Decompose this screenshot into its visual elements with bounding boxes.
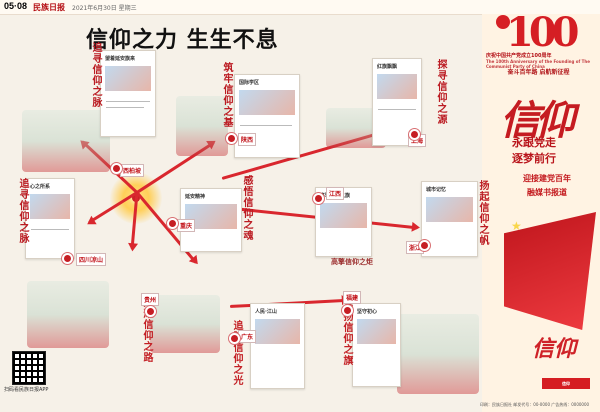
slogan-line-2: 逐梦前行 (512, 152, 556, 165)
card-image (426, 197, 473, 222)
place-jiangxi: 江西 (326, 187, 345, 200)
photo-group-fujian (397, 314, 479, 394)
photo-group-xibaipo (22, 110, 110, 172)
section-title-10: 高扬信仰之旗 (341, 300, 352, 366)
place-sichuan: 四川凉山 (76, 253, 107, 266)
card-image (239, 90, 295, 115)
card-image (255, 319, 300, 344)
qr-caption: 扫码看民族日报APP (4, 387, 49, 393)
newspaper-card-fujian: 坚守初心 (352, 303, 401, 387)
party-flag (504, 212, 596, 330)
slogan-line-1: 永跟党走 (512, 136, 556, 149)
footer-note: 印刷：民族日报社 邮发代号：00-0000 广告热线：0000000 (480, 402, 590, 407)
welcome-line-1: 迎接建党百年 (523, 173, 571, 183)
place-fujian: 福建 (343, 291, 362, 304)
newspaper-card-guangdong: 人民·江山 (250, 303, 305, 389)
place-guangdong: 广东 (238, 330, 257, 343)
banner-line-1: 庆祝中国共产党成立100周年 (486, 53, 552, 59)
banner-line-2: The 100th Anniversary of the Founding of… (486, 59, 590, 69)
location-dot-icon (229, 333, 240, 344)
card-title: 坚守初心 (357, 309, 378, 315)
section-title-1: 追寻信仰之脉 (90, 42, 101, 108)
newspaper-card-sichuan: 心之所系 (25, 178, 75, 259)
card-title: 红旗飘飘 (377, 64, 398, 70)
location-dot-icon (62, 253, 73, 264)
newspaper-card-zhejiang: 城市记忆 (421, 181, 478, 257)
location-dot-icon (226, 133, 237, 144)
section-title-5: 感悟信仰之魂 (241, 175, 252, 241)
card-image (357, 319, 396, 344)
party-emblem-icon (496, 15, 510, 29)
place-guizhou: 贵州 (141, 293, 160, 306)
section-title-4: 追寻信仰之脉 (17, 178, 28, 244)
page-headline: 信仰之力 生生不息 (86, 28, 279, 53)
card-title: 心之所系 (30, 184, 51, 190)
location-dot-icon (342, 305, 353, 316)
card-image (30, 194, 70, 219)
top-info-bar: 05·08 民族日报 2021年6月30日 星期三 (0, 0, 600, 15)
location-dot-icon (313, 193, 324, 204)
right-banner (482, 14, 600, 412)
welcome-line-2: 融媒书报道 (527, 187, 567, 197)
card-image (320, 203, 367, 228)
newspaper-card-xibaipo: 望着延安旗来 (100, 50, 156, 137)
text-line (378, 109, 416, 110)
faith-brand: 信仰 (500, 97, 575, 144)
issue-date: 2021年6月30日 星期三 (72, 5, 137, 12)
text-line (240, 125, 292, 126)
section-title-3: 探寻信仰之源 (435, 59, 446, 125)
section-title-8: 光耀信仰之路 (141, 297, 152, 363)
anniversary-number: 100 (506, 9, 579, 56)
qr-code (12, 351, 46, 385)
page-number: 05·08 (4, 1, 28, 11)
photo-group-guizhou (150, 295, 220, 353)
location-dot-icon (111, 163, 122, 174)
card-image (105, 66, 151, 91)
section-title-7: 高擎信仰之炬 (331, 258, 373, 266)
brand-logo: 信仰 (532, 336, 577, 362)
card-title: 延安精神 (185, 194, 206, 200)
card-image (377, 74, 417, 99)
flag-star-icon: ★ (511, 219, 522, 233)
text-line (106, 101, 150, 102)
text-line (31, 229, 69, 230)
section-title-6: 扬起信仰之帆 (477, 180, 488, 246)
campaign-slogan: 奋斗百年路 启航新征程 (507, 69, 570, 76)
photo-pagoda (176, 96, 228, 156)
place-chongqing: 重庆 (177, 219, 196, 232)
place-xibaipo: 西柏坡 (120, 164, 145, 177)
photo-group-sichuan (27, 281, 109, 348)
card-title: 国际学区 (239, 80, 260, 86)
location-dot-icon (167, 218, 178, 229)
app-badge: 信仰 (542, 378, 590, 389)
location-dot-icon (145, 306, 156, 317)
location-dot-icon (409, 129, 420, 140)
section-title-2: 筑牢信仰之基 (221, 62, 232, 128)
card-title: 城市记忆 (426, 187, 447, 193)
section-title-9: 追随信仰之光 (231, 320, 242, 386)
card-title: 人民·江山 (255, 309, 277, 315)
place-shaanxi: 陕西 (238, 133, 257, 146)
text-line (106, 107, 144, 108)
card-title: 望着延安旗来 (105, 56, 136, 62)
location-dot-icon (419, 240, 430, 251)
newspaper-masthead: 民族日报 (33, 2, 65, 12)
